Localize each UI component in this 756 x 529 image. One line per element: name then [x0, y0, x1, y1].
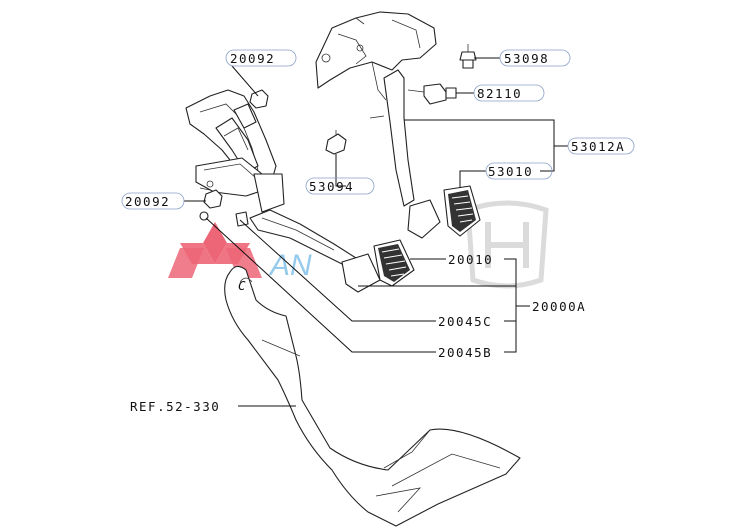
label-20010[interactable]: 20010 [448, 252, 493, 267]
clutch-pedal-bracket [185, 89, 285, 227]
label-20092-upper[interactable]: 20092 [225, 49, 297, 67]
label-53010[interactable]: 53010 [485, 162, 553, 180]
label-c: C [238, 278, 247, 293]
floor-carpet [224, 265, 521, 527]
brake-pedal-pad [448, 190, 476, 232]
label-53012a[interactable]: 53012A [567, 137, 635, 155]
label-53094[interactable]: 53094 [305, 177, 375, 195]
clutch-pedal-pad [378, 244, 410, 282]
svg-text:20092: 20092 [230, 51, 275, 66]
leader-lines [184, 57, 568, 407]
clutch-pedal-20010 [249, 209, 415, 293]
label-82110[interactable]: 82110 [473, 84, 545, 102]
stop-lamp-switch-82110 [407, 83, 457, 105]
label-20092-lower[interactable]: 20092 [121, 192, 185, 210]
svg-text:20092: 20092 [125, 194, 170, 209]
label-53098[interactable]: 53098 [499, 49, 571, 67]
svg-text:53094: 53094 [309, 179, 354, 194]
svg-text:82110: 82110 [477, 86, 522, 101]
pedal-bracket-53012a [315, 11, 481, 239]
label-20000a[interactable]: 20000A [532, 299, 586, 314]
svg-text:53098: 53098 [504, 51, 549, 66]
label-20045c[interactable]: 20045C [438, 314, 492, 329]
svg-text:53012A: 53012A [571, 139, 625, 154]
bolt-53098 [459, 44, 477, 69]
nut-53094 [325, 115, 385, 155]
mitsubishi-logo-watermark [168, 222, 262, 278]
label-20045b[interactable]: 20045B [438, 345, 492, 360]
svg-text:53010: 53010 [488, 164, 533, 179]
honda-logo-watermark [465, 200, 549, 289]
label-ref-52-330[interactable]: REF.52-330 [130, 399, 220, 414]
